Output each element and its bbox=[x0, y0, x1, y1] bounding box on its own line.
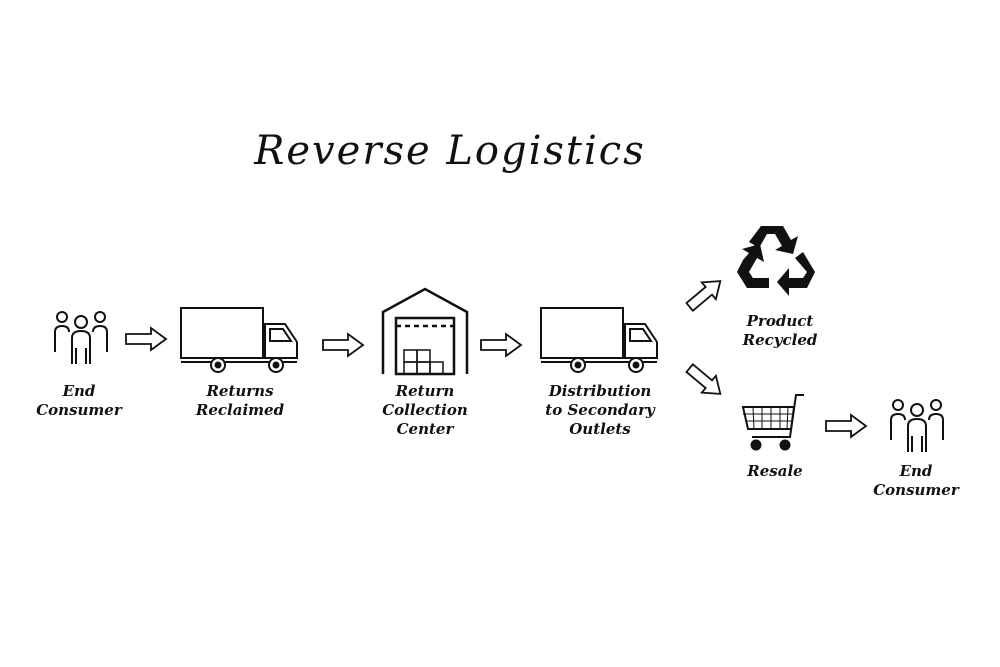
node-label-product-recycled: Product Recycled bbox=[720, 312, 840, 350]
label-line: Reclaimed bbox=[195, 401, 285, 419]
label-line: to Secondary bbox=[545, 401, 655, 419]
label-line: Return bbox=[395, 382, 455, 400]
label-line: Center bbox=[396, 420, 454, 438]
node-label-distribution: Distribution to Secondary Outlets bbox=[528, 382, 672, 439]
label-line: Consumer bbox=[873, 481, 959, 499]
node-label-return-collection-center: Return Collection Center bbox=[362, 382, 488, 439]
truck-icon bbox=[180, 307, 300, 375]
recycle-icon bbox=[737, 226, 815, 296]
node-label-resale: Resale bbox=[720, 462, 830, 481]
shopping-cart-icon bbox=[740, 393, 806, 455]
flow-arrow-down-right bbox=[681, 358, 729, 403]
label-line: Consumer bbox=[36, 401, 122, 419]
flow-arrow bbox=[825, 414, 867, 438]
label-line: End bbox=[62, 382, 96, 400]
label-line: Product bbox=[746, 312, 814, 330]
label-line: Distribution bbox=[548, 382, 652, 400]
label-line: Returns bbox=[206, 382, 274, 400]
label-line: Recycled bbox=[742, 331, 818, 349]
flow-arrow bbox=[322, 333, 364, 357]
people-icon bbox=[52, 308, 110, 368]
diagram-title: Reverse Logistics bbox=[254, 128, 646, 174]
node-label-returns-reclaimed: Returns Reclaimed bbox=[180, 382, 300, 420]
flow-arrow-up-right bbox=[681, 271, 729, 316]
flow-arrow bbox=[125, 327, 167, 351]
people-icon bbox=[888, 396, 946, 456]
label-line: Resale bbox=[747, 462, 803, 480]
warehouse-icon bbox=[380, 286, 470, 376]
truck-icon bbox=[540, 307, 660, 375]
node-label-end-consumer: End Consumer bbox=[858, 462, 974, 500]
label-line: End bbox=[899, 462, 933, 480]
node-label-end-consumer: End Consumer bbox=[24, 382, 134, 420]
label-line: Outlets bbox=[569, 420, 631, 438]
flow-arrow bbox=[480, 333, 522, 357]
label-line: Collection bbox=[382, 401, 468, 419]
